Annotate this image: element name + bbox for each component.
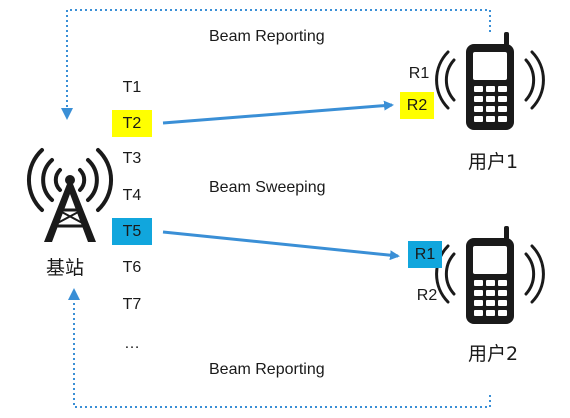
transmit-beam-t7: T7 bbox=[122, 296, 142, 313]
transmit-beam-t5: T5 bbox=[112, 218, 152, 245]
user1-receive-beam-r2: R2 bbox=[400, 92, 434, 119]
user2-receive-beam-r2: R2 bbox=[416, 287, 438, 304]
beam-sweeping-label: Beam Sweeping bbox=[209, 179, 326, 196]
user1-label: 用户1 bbox=[468, 151, 519, 173]
antenna-tower-icon bbox=[27, 148, 113, 242]
top-beam-reporting-label: Beam Reporting bbox=[209, 28, 325, 45]
bottom-beam-reporting-label: Beam Reporting bbox=[209, 361, 325, 378]
mobile-phone-icon bbox=[435, 226, 545, 324]
user1-receive-beam-r1: R1 bbox=[408, 65, 430, 82]
transmit-beam-t6: T6 bbox=[122, 259, 142, 276]
beam-arrow-t2-r2 bbox=[162, 100, 394, 125]
transmit-beam-ellipsis: … bbox=[124, 335, 140, 352]
user2-label: 用户2 bbox=[468, 343, 519, 365]
transmit-beam-t2: T2 bbox=[112, 110, 152, 137]
transmit-beam-t1: T1 bbox=[122, 79, 142, 96]
base-station-label: 基站 bbox=[46, 257, 85, 279]
transmit-beam-t4: T4 bbox=[122, 187, 142, 204]
bottom-feedback-link bbox=[68, 288, 491, 408]
transmit-beam-t3: T3 bbox=[122, 150, 142, 167]
top-feedback-link bbox=[61, 9, 491, 120]
beam-arrow-t5-r1 bbox=[162, 230, 400, 261]
user2-receive-beam-r1: R1 bbox=[408, 241, 442, 268]
mobile-phone-icon bbox=[435, 32, 545, 130]
